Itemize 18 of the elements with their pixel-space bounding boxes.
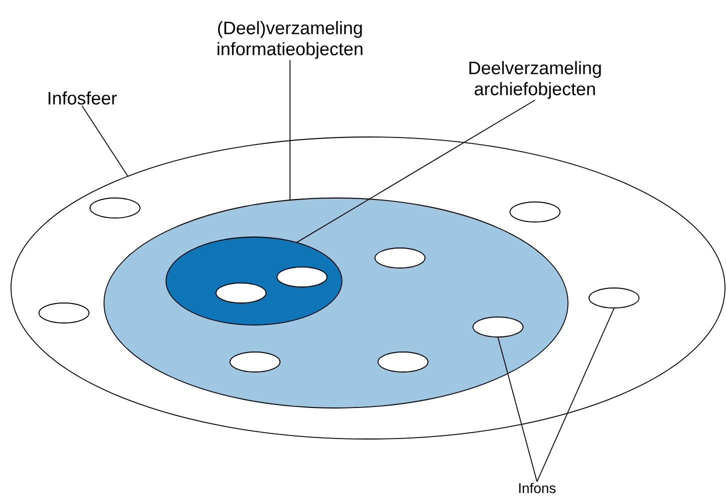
leader-line <box>536 308 614 482</box>
leader-line <box>82 105 128 176</box>
infon-ellipse <box>378 352 428 372</box>
infon-ellipse <box>90 198 140 218</box>
label-text: Infons <box>519 482 556 494</box>
label-text: Infosfeer <box>48 91 117 105</box>
label-text: Deelverzameling archiefobjecten <box>469 61 601 99</box>
leader-line <box>296 100 536 243</box>
infon-ellipse <box>510 202 560 222</box>
infon-ellipse <box>216 282 266 304</box>
leader-line <box>498 337 538 482</box>
infon-ellipse <box>276 266 328 288</box>
infon-ellipse <box>374 248 426 268</box>
infon-ellipse <box>588 288 640 308</box>
infon-ellipse <box>230 352 280 372</box>
label-text: (Deel)verzameling informatieobjecten <box>218 21 362 59</box>
infon-ellipse <box>38 302 90 324</box>
infon-ellipse <box>472 316 524 338</box>
